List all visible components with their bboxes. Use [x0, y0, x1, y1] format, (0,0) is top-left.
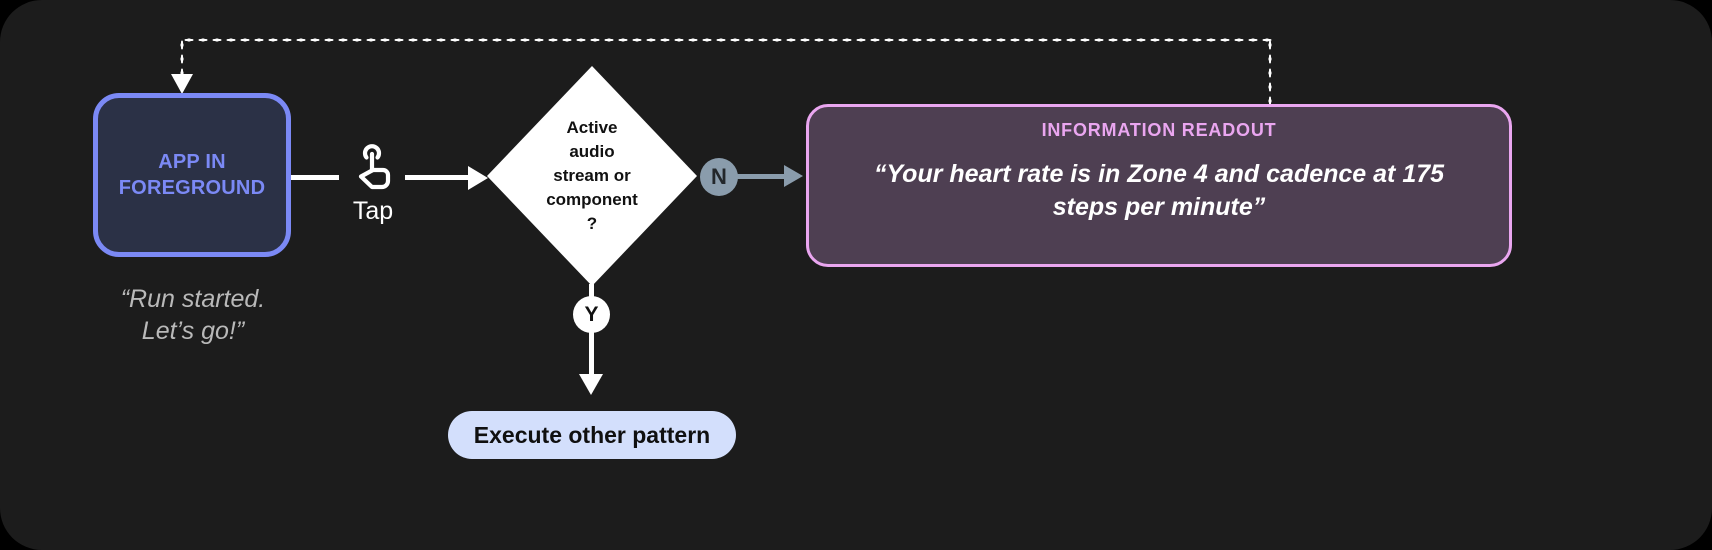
feedback-loop-left-segment — [180, 38, 184, 80]
node-execute-other-pattern[interactable]: Execute other pattern — [448, 411, 736, 459]
connector-app-to-tap — [291, 175, 339, 180]
node-decision-audio-stream[interactable]: Active audio stream or component ? — [487, 66, 697, 286]
connector-tap-to-decision — [405, 175, 475, 180]
connector-no-arrowhead-icon — [784, 165, 803, 187]
information-readout-quote: “Your heart rate is in Zone 4 and cadenc… — [839, 158, 1479, 224]
decision-line-5: ? — [586, 214, 598, 234]
decision-line-1: Active — [566, 117, 618, 137]
decision-line-4: component — [546, 190, 638, 210]
tap-gesture-group: Tap — [338, 143, 408, 226]
app-label-line-1: APP IN — [158, 151, 226, 173]
readout-quote-line-2: 175 steps per minute” — [1052, 160, 1445, 221]
connector-yes-stem — [589, 332, 594, 377]
node-app-in-foreground[interactable]: APP IN FOREGROUND — [93, 93, 291, 257]
tap-label: Tap — [352, 197, 394, 225]
decision-line-2: audio — [569, 141, 615, 161]
connector-yes-stem-top — [589, 284, 594, 298]
connector-arrowhead-icon — [468, 166, 488, 190]
branch-badge-yes[interactable]: Y — [573, 296, 610, 333]
app-in-foreground-caption: “Run started. Let’s go!” — [78, 283, 308, 347]
connector-no-branch — [736, 174, 788, 179]
information-readout-title: INFORMATION READOUT — [1041, 120, 1277, 140]
diamond-shape-icon — [487, 66, 697, 286]
feedback-loop-arrowhead-icon — [171, 74, 193, 94]
decision-line-3: stream or — [553, 165, 631, 185]
feedback-loop-right-segment — [1268, 38, 1272, 106]
node-information-readout[interactable]: INFORMATION READOUT “Your heart rate is … — [806, 104, 1512, 267]
decision-label: Active audio stream or component ? — [487, 66, 697, 286]
app-label-line-2: FOREGROUND — [118, 177, 266, 199]
app-caption-line-2: Let’s go!” — [141, 317, 245, 345]
feedback-loop-top-segment — [182, 38, 1272, 42]
tap-gesture-icon — [358, 144, 391, 190]
connector-yes-arrowhead-icon — [579, 374, 603, 395]
app-in-foreground-label: APP IN FOREGROUND — [119, 149, 265, 201]
branch-badge-no[interactable]: N — [700, 158, 738, 196]
readout-quote-line-1: “Your heart rate is in Zone 4 and cadenc… — [873, 160, 1396, 188]
app-caption-line-1: “Run started. — [120, 285, 266, 313]
